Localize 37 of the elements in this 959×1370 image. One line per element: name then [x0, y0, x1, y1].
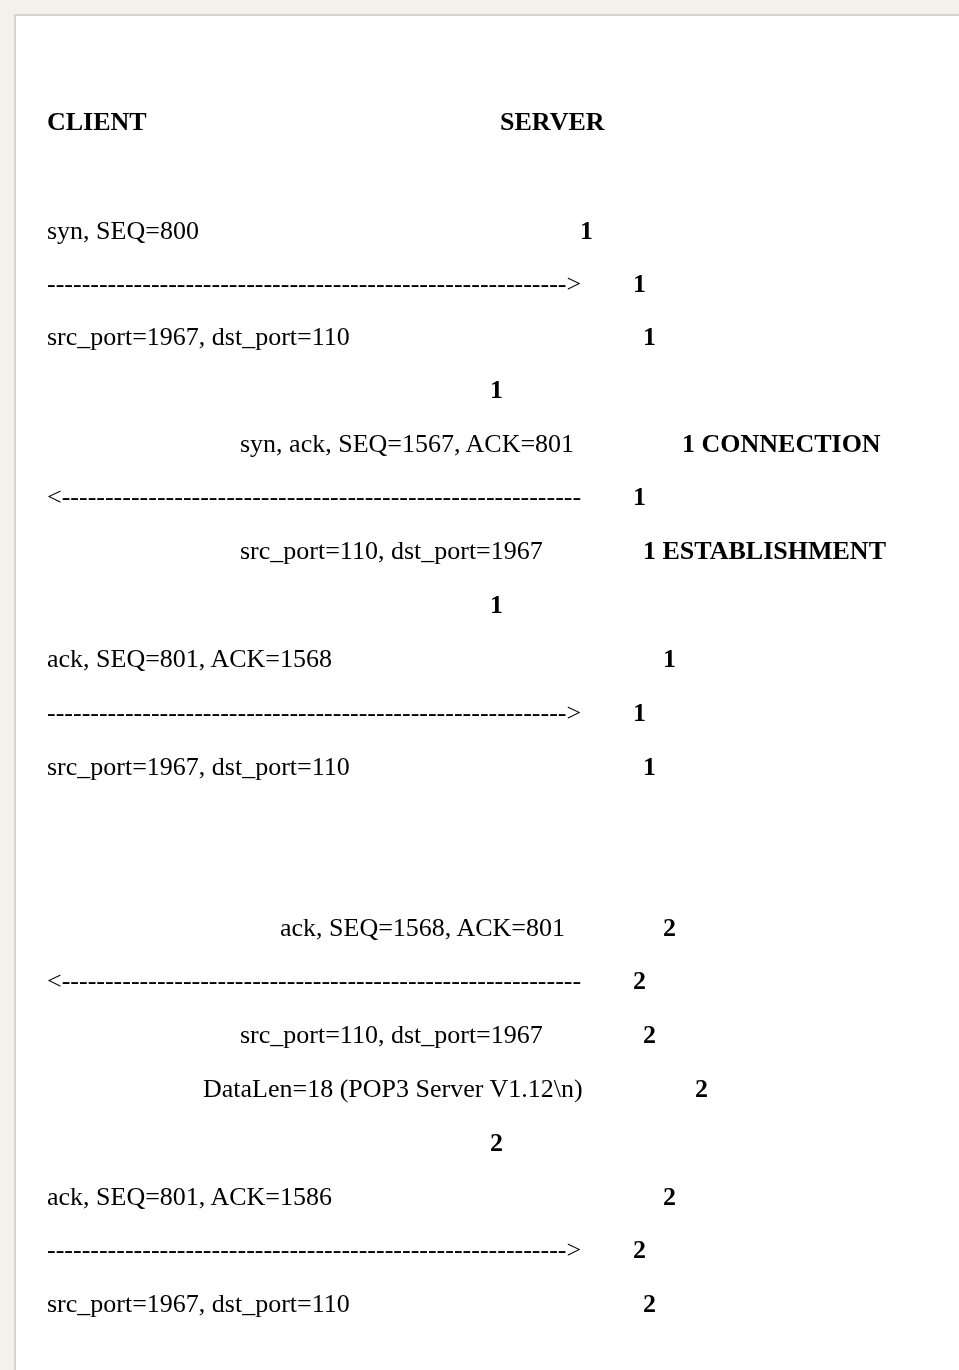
- step-number: 1: [663, 644, 676, 674]
- step-number: 2: [490, 1128, 503, 1158]
- dashed-arrow-text: <------------------------------------------------------------: [47, 482, 582, 512]
- step-number: 2: [643, 1020, 656, 1050]
- message-label: src_port=1967, dst_port=110: [47, 752, 350, 782]
- dashed-arrow-text: <------------------------------------------------------------: [47, 966, 582, 996]
- step-number: 1: [490, 590, 503, 620]
- step-number: 1 ESTABLISHMENT: [643, 536, 886, 566]
- step-number: 2: [663, 913, 676, 943]
- step-number: 2: [643, 1289, 656, 1319]
- step-number: 1: [643, 322, 656, 352]
- dashed-arrow-text: ------------------------------------------------------------>: [47, 698, 582, 728]
- step-number: 1: [643, 752, 656, 782]
- message-label: ack, SEQ=801, ACK=1586: [47, 1182, 332, 1212]
- message-label: src_port=1967, dst_port=110: [47, 1289, 350, 1319]
- message-label: DataLen=18 (POP3 Server V1.12\n): [203, 1074, 583, 1104]
- step-number: 2: [633, 966, 646, 996]
- message-label: ack, SEQ=801, ACK=1568: [47, 644, 332, 674]
- message-label: src_port=1967, dst_port=110: [47, 322, 350, 352]
- dashed-arrow-text: ------------------------------------------------------------>: [47, 269, 582, 299]
- dashed-arrow-text: ------------------------------------------------------------>: [47, 1235, 582, 1265]
- message-label: src_port=110, dst_port=1967: [240, 1020, 543, 1050]
- step-number: 2: [633, 1235, 646, 1265]
- step-number: 2: [663, 1182, 676, 1212]
- step-number: 2: [695, 1074, 708, 1104]
- step-number: 1: [633, 482, 646, 512]
- step-number: 1: [633, 698, 646, 728]
- message-label: syn, SEQ=800: [47, 216, 199, 246]
- message-label: ack, SEQ=1568, ACK=801: [280, 913, 565, 943]
- column-heading: CLIENT: [47, 107, 147, 137]
- message-label: syn, ack, SEQ=1567, ACK=801: [240, 429, 575, 459]
- message-label: src_port=110, dst_port=1967: [240, 536, 543, 566]
- step-number: 1: [580, 216, 593, 246]
- step-number: 1 CONNECTION: [682, 429, 881, 459]
- step-number: 1: [490, 375, 503, 405]
- column-heading: SERVER: [500, 107, 605, 137]
- step-number: 1: [633, 269, 646, 299]
